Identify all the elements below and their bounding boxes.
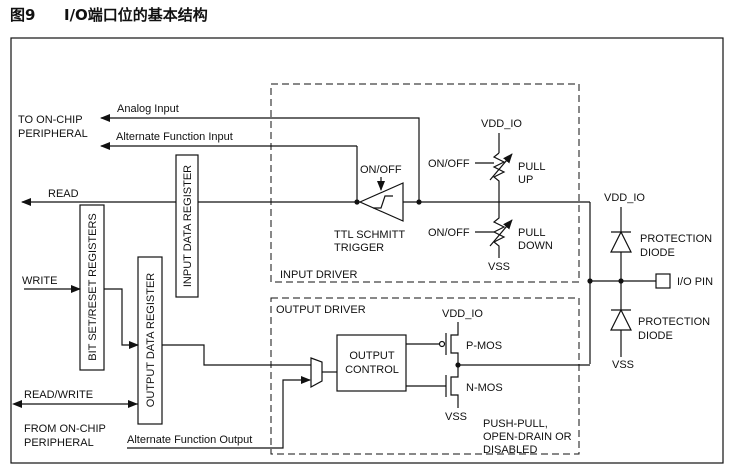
pull-down-label: PULL bbox=[518, 227, 546, 239]
bus-node bbox=[587, 278, 593, 284]
odr-to-mux-line bbox=[162, 344, 311, 366]
pmos-bubble bbox=[438, 340, 446, 348]
trigger-label: TRIGGER bbox=[334, 242, 384, 254]
pull-down-on-off-label: ON/OFF bbox=[428, 227, 470, 239]
read-write-arrow-right bbox=[128, 400, 138, 408]
figure-caption: I/O端口位的基本结构 bbox=[64, 6, 208, 24]
nmos-vss-label: VSS bbox=[445, 411, 467, 423]
input-driver-label: INPUT DRIVER bbox=[280, 269, 357, 281]
read-write-label: READ/WRITE bbox=[24, 389, 93, 401]
diode-vdd-label: VDD_IO bbox=[604, 192, 645, 204]
pull-up-resistor bbox=[492, 152, 506, 202]
pull-down-down-label: DOWN bbox=[518, 240, 553, 252]
input-driver-region bbox=[270, 83, 580, 283]
alt-function-input-label: Alternate Function Input bbox=[116, 131, 233, 143]
protection-diode-top-diode: DIODE bbox=[640, 247, 675, 259]
to-onchip-peripheral-label: PERIPHERAL bbox=[18, 128, 88, 140]
nmos-drain-source bbox=[450, 365, 459, 408]
to-onchip-label: TO ON-CHIP bbox=[18, 114, 83, 126]
output-driver-region bbox=[270, 297, 580, 455]
open-drain-label: OPEN-DRAIN OR bbox=[483, 431, 572, 443]
read-label: READ bbox=[48, 188, 79, 200]
input-data-register bbox=[175, 154, 199, 298]
read-write-arrow-left bbox=[12, 400, 22, 408]
from-onchip-label: FROM ON-CHIP bbox=[24, 423, 106, 435]
analog-input-label: Analog Input bbox=[117, 103, 179, 115]
protection-diode-top-label: PROTECTION bbox=[640, 233, 712, 245]
pull-up-label: PULL bbox=[518, 161, 546, 173]
ttl-schmitt-label: TTL SCHMITT bbox=[334, 229, 405, 241]
diagram-frame bbox=[10, 37, 724, 464]
nmos-label: N-MOS bbox=[466, 382, 503, 394]
input-data-register-label: INPUT DATA REGISTER bbox=[182, 165, 194, 287]
schmitt-symbol bbox=[373, 195, 393, 209]
push-pull-label: PUSH-PULL, bbox=[483, 418, 548, 430]
output-data-register-label: OUTPUT DATA REGISTER bbox=[145, 273, 157, 408]
output-mux bbox=[310, 357, 323, 389]
pull-up-on-off-label: ON/OFF bbox=[428, 158, 470, 170]
write-label: WRITE bbox=[22, 275, 57, 287]
pull-up-vdd-label: VDD_IO bbox=[481, 118, 522, 130]
alt-input-node bbox=[354, 199, 360, 205]
output-control bbox=[336, 334, 407, 392]
pmos-label: P-MOS bbox=[466, 340, 502, 352]
pull-up-up-label: UP bbox=[518, 174, 533, 186]
pull-down-vss-label: VSS bbox=[488, 261, 510, 273]
protection-diode-bottom bbox=[610, 308, 632, 331]
analog-node bbox=[416, 199, 422, 205]
protection-diode-bottom-diode: DIODE bbox=[638, 330, 673, 342]
bsr-to-odr bbox=[104, 288, 139, 349]
output-data-register bbox=[137, 256, 163, 425]
pull-down-resistor bbox=[492, 202, 506, 258]
alt-function-output-line bbox=[127, 376, 311, 449]
bit-set-reset-label: BIT SET/RESET REGISTERS bbox=[87, 213, 99, 361]
analog-tap bbox=[411, 117, 420, 202]
pmos-vdd-label: VDD_IO bbox=[442, 308, 483, 320]
protection-diode-top bbox=[610, 230, 632, 253]
pull-down-switch bbox=[489, 219, 513, 247]
output-control-label: OUTPUT bbox=[349, 350, 395, 362]
protection-diode-bottom-label: PROTECTION bbox=[638, 316, 710, 328]
pull-up-switch bbox=[489, 153, 513, 181]
io-pin bbox=[655, 273, 671, 289]
io-pin-label: I/O PIN bbox=[677, 276, 713, 288]
figure-title: 图9 I/O端口位的基本结构 bbox=[10, 4, 208, 25]
pmos-drain-source bbox=[450, 322, 459, 365]
from-onchip-peripheral-label: PERIPHERAL bbox=[24, 437, 94, 449]
output-control-label-2: CONTROL bbox=[345, 364, 399, 376]
diode-vss-label: VSS bbox=[612, 359, 634, 371]
output-driver-label: OUTPUT DRIVER bbox=[276, 304, 366, 316]
figure-number: 图9 bbox=[10, 6, 36, 24]
schmitt-on-off-label: ON/OFF bbox=[360, 164, 402, 176]
alt-function-output-label: Alternate Function Output bbox=[127, 434, 252, 446]
disabled-label: DISABLED bbox=[483, 444, 537, 456]
